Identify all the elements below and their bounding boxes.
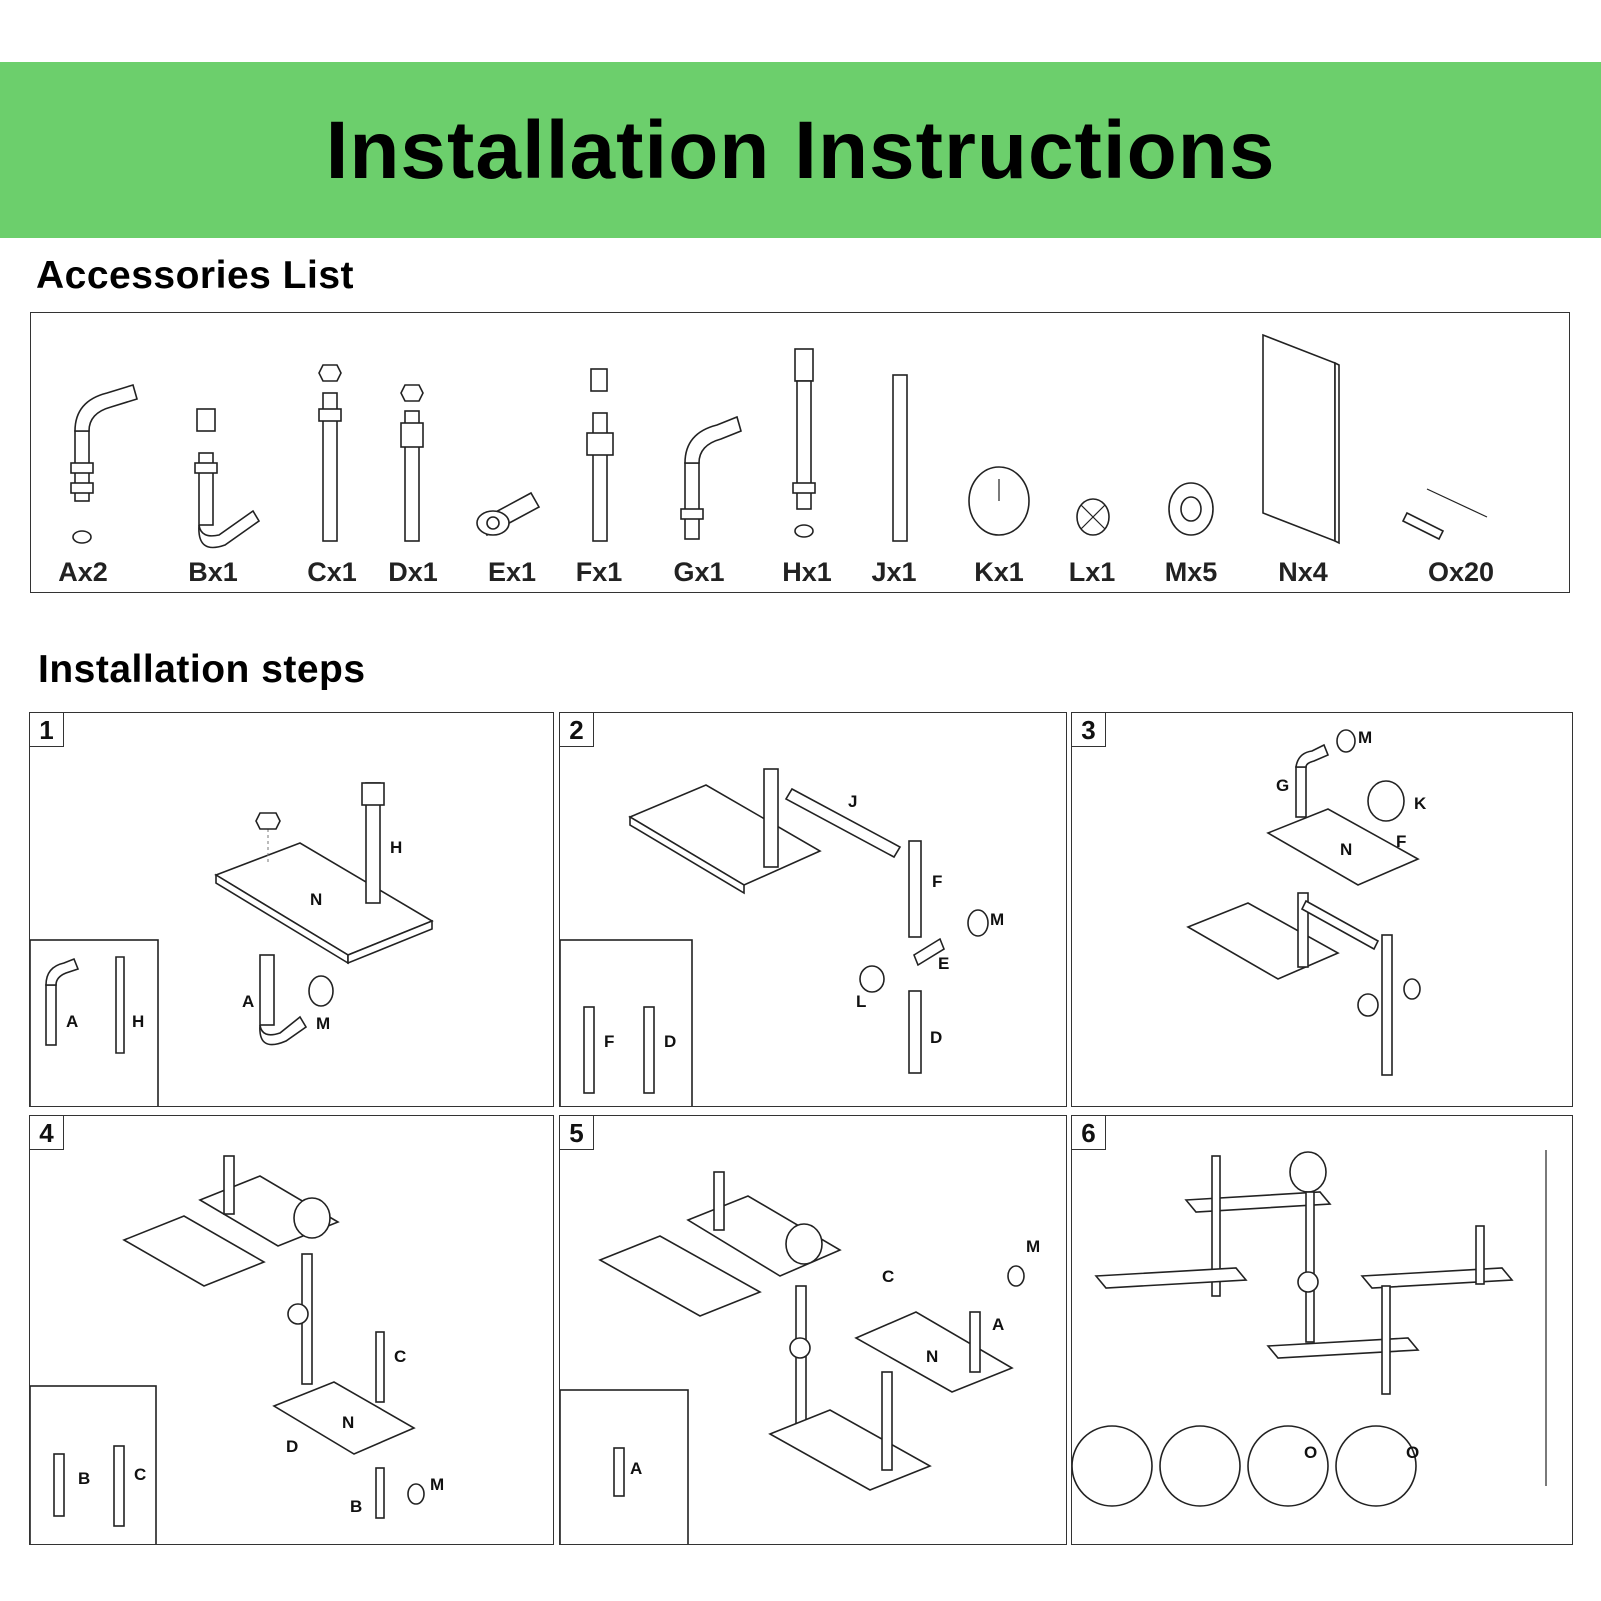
step-4-label-c: C [394, 1347, 406, 1366]
step-3-label-k: K [1414, 794, 1427, 813]
step-2-label-j: J [848, 792, 857, 811]
step-4-label-d: D [286, 1437, 298, 1456]
step-2-diagram: J F M E L D F D [560, 768, 1004, 1106]
step-2-inset-label-f: F [604, 1032, 614, 1051]
step-2-label-m: M [990, 910, 1004, 929]
step-4-panel: 4 C N D B M B C [29, 1115, 554, 1545]
step-4-diagram: C N D B M B C [30, 1155, 444, 1544]
step-3-label-f: F [1396, 832, 1406, 851]
step-1-label-h: H [390, 838, 402, 857]
step-2-label-d: D [930, 1028, 942, 1047]
step-5-inset-label-a: A [630, 1459, 642, 1478]
step-5-diagram: M C A N A [560, 1171, 1040, 1544]
step-5-label-m: M [1026, 1237, 1040, 1256]
accessories-heading: Accessories List [36, 254, 355, 297]
pipe-elbow-icon [70, 383, 138, 544]
accessory-label-j: Jx1 [871, 557, 917, 587]
step-5-label-c: C [882, 1267, 894, 1286]
step-5-label-a: A [992, 1315, 1004, 1334]
straight-pipe-icon [892, 374, 908, 542]
wood-board-icon [1262, 333, 1340, 545]
step-3-panel: 3 G M K N F [1071, 712, 1573, 1107]
step-number: 2 [560, 713, 594, 747]
step-3-diagram: G M K N F [1186, 728, 1427, 1076]
step-1-label-m: M [316, 1014, 330, 1033]
accessory-label-f: Fx1 [575, 557, 623, 587]
accessory-label-a: Ax2 [58, 557, 108, 587]
step-4-label-b: B [350, 1497, 362, 1516]
accessory-label-o: Ox20 [1427, 557, 1495, 587]
gauge-clock-icon [968, 466, 1030, 536]
step-6-panel: 6 O O [1071, 1115, 1573, 1545]
step-3-label-n: N [1340, 840, 1352, 859]
step-number: 6 [1072, 1116, 1106, 1150]
step-6-label-o-2: O [1406, 1443, 1419, 1462]
step-6-diagram: O O [1072, 1150, 1547, 1507]
pipe-tee-with-cap-icon [586, 368, 614, 542]
step-1-inset-label-a: A [66, 1012, 78, 1031]
accessory-label-d: Dx1 [388, 557, 438, 587]
step-2-label-l: L [856, 992, 866, 1011]
step-4-label-n: N [342, 1413, 354, 1432]
step-5-label-n: N [926, 1347, 938, 1366]
accessory-label-n: Nx4 [1278, 557, 1328, 587]
step-5-panel: 5 M C A N A [559, 1115, 1067, 1545]
pipe-elbow-icon [680, 415, 742, 540]
step-number: 1 [30, 713, 64, 747]
accessories-panel: Ax2 Bx1 Cx1 Dx1 Ex1 Fx1 Gx1 Hx1 Jx1 Kx1 … [30, 312, 1570, 593]
step-1-diagram: H N A M A H [30, 782, 434, 1106]
step-2-label-f: F [932, 872, 942, 891]
step-3-label-g: G [1276, 776, 1289, 795]
floor-flange-icon [1168, 482, 1214, 536]
pipe-elbow-with-coupling-icon [194, 408, 261, 549]
installation-steps-heading: Installation steps [38, 648, 366, 691]
accessory-label-c: Cx1 [307, 557, 357, 587]
step-number: 5 [560, 1116, 594, 1150]
step-1-label-a: A [242, 992, 254, 1011]
long-pipe-with-cap-icon [318, 364, 342, 542]
step-2-label-e: E [938, 954, 949, 973]
step-number: 4 [30, 1116, 64, 1150]
accessories-drawings [70, 333, 1488, 549]
tee-fitting-icon [476, 491, 541, 537]
accessory-label-h: Hx1 [782, 557, 832, 587]
accessory-label-k: Kx1 [974, 557, 1024, 587]
step-4-inset-label-c: C [134, 1465, 146, 1484]
step-1-label-n: N [310, 890, 322, 909]
step-3-label-m: M [1358, 728, 1372, 747]
accessory-label-l: Lx1 [1068, 557, 1116, 587]
page-title: Installation Instructions [325, 105, 1276, 196]
step-4-inset-label-b: B [78, 1469, 90, 1488]
valve-handle-icon [1076, 498, 1110, 536]
step-6-label-o: O [1304, 1443, 1317, 1462]
short-pipe-with-cap-icon [400, 384, 424, 542]
pipe-with-tee-icon [792, 348, 816, 538]
step-2-panel: 2 J F M E L D F D [559, 712, 1067, 1107]
accessory-label-b: Bx1 [188, 557, 238, 587]
step-2-inset-label-d: D [664, 1032, 676, 1051]
accessory-label-m: Mx5 [1164, 557, 1218, 587]
step-number: 3 [1072, 713, 1106, 747]
accessory-label-e: Ex1 [487, 557, 537, 587]
step-1-inset-label-h: H [132, 1012, 144, 1031]
accessory-label-g: Gx1 [673, 557, 725, 587]
step-4-label-m: M [430, 1475, 444, 1494]
step-1-panel: 1 H N A M A H [29, 712, 554, 1107]
screw-and-anchor-icon [1401, 488, 1488, 541]
header-banner [0, 62, 1601, 238]
